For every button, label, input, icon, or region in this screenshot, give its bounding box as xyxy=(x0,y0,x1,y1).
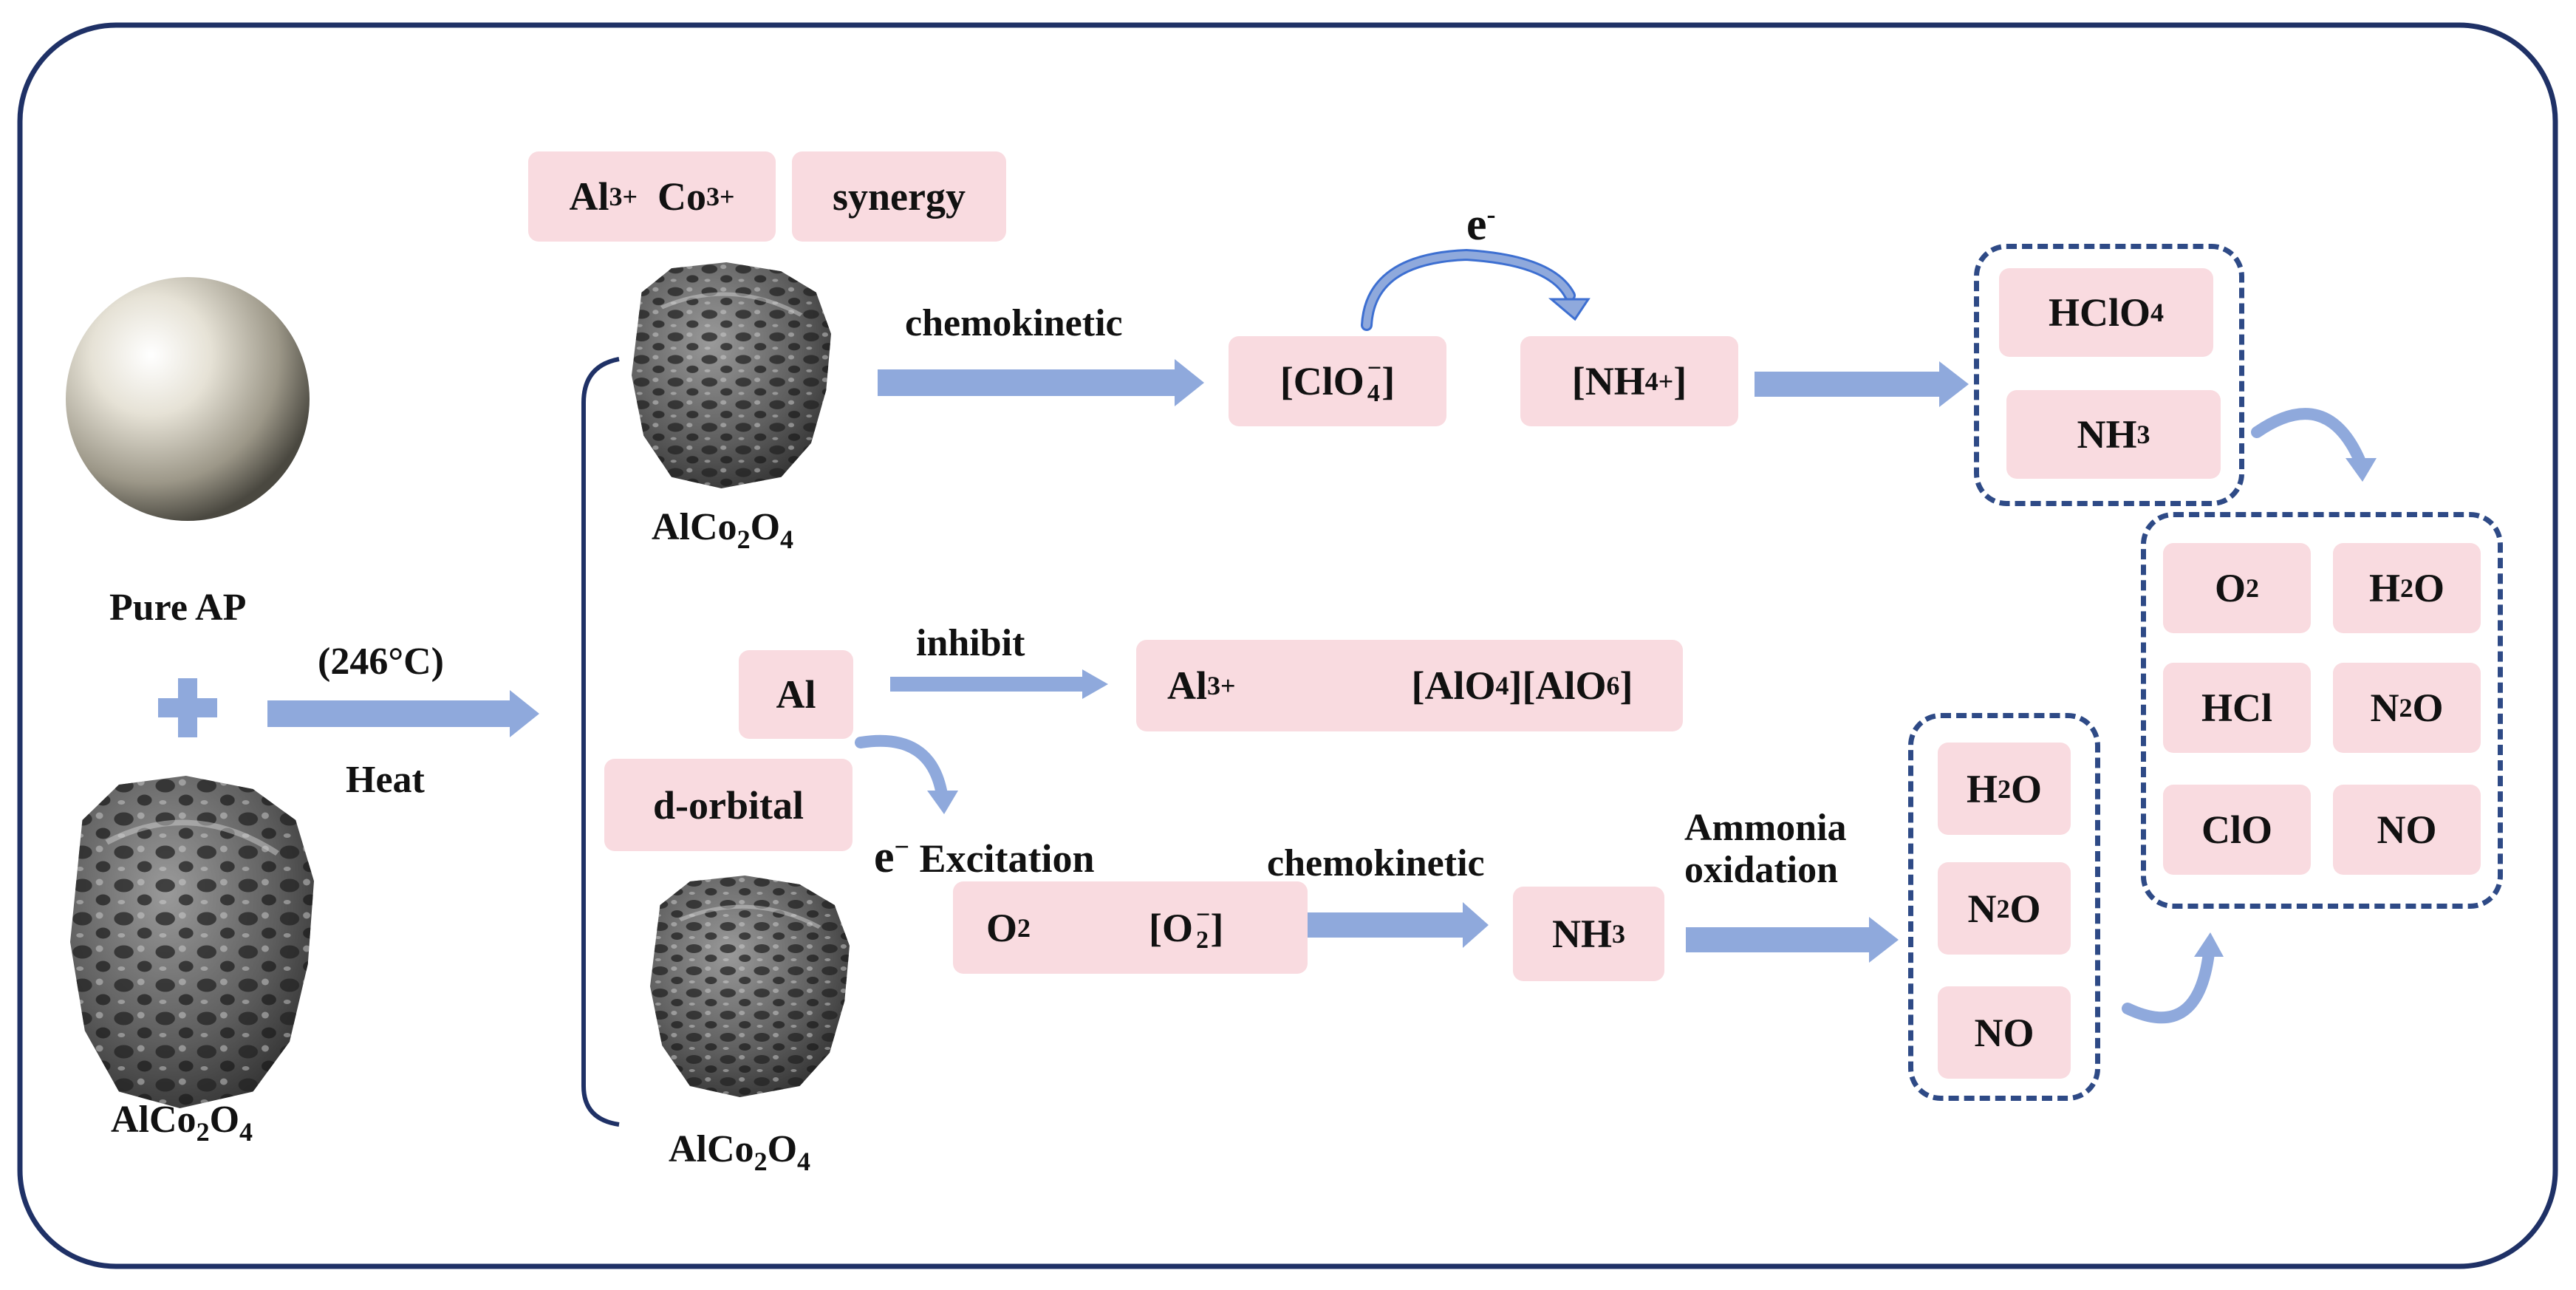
catalyst-label-left: AlCo2O4 xyxy=(111,1099,253,1147)
porous-particle-icon xyxy=(650,876,850,1097)
perchlorate-pill: [ClO−4] xyxy=(1229,336,1446,426)
oxidation-arrow xyxy=(1686,917,1899,963)
product-arrow-top xyxy=(1755,361,1969,407)
catalyst-label-top: AlCo2O4 xyxy=(652,506,794,554)
curved-arrow-icon xyxy=(855,734,948,800)
electron-label: e- xyxy=(1466,199,1496,250)
product-pill: NO xyxy=(1938,986,2071,1079)
chemokinetic-arrow-bottom xyxy=(1296,902,1489,948)
curved-arrow-icon xyxy=(1361,248,1576,331)
chemokinetic-arrow-top xyxy=(878,359,1204,406)
curved-arrow-icon xyxy=(2251,408,2366,468)
curved-arrow-icon xyxy=(2122,947,2215,1024)
final-product-pill: ClO xyxy=(2163,785,2311,875)
heat-label: Heat xyxy=(346,759,425,801)
oxidation-products-box xyxy=(1908,713,2100,1101)
outer-frame xyxy=(17,22,2558,1269)
excitation-label: e− Excitation xyxy=(874,832,1095,882)
chemokinetic-label-bottom: chemokinetic xyxy=(1267,842,1485,884)
branch-bracket xyxy=(581,357,620,1127)
synergy-pill: synergy xyxy=(792,151,1006,242)
d-orbital-pill: d-orbital xyxy=(604,759,853,851)
chemokinetic-label-top: chemokinetic xyxy=(905,302,1123,344)
inhibit-arrow xyxy=(890,669,1108,699)
porous-particle-icon xyxy=(70,776,314,1108)
aluminum-pill: Al xyxy=(739,650,853,739)
heat-arrow xyxy=(267,690,539,737)
ammonia-oxidation-label: Ammonia oxidation xyxy=(1684,807,1847,892)
sphere-icon xyxy=(66,277,310,521)
porous-particle-icon xyxy=(632,262,831,488)
final-product-pill: HCl xyxy=(2163,663,2311,753)
temperature-label: (246°C) xyxy=(318,641,444,683)
catalyst-label-bottom: AlCo2O4 xyxy=(669,1128,811,1176)
final-product-pill: NO xyxy=(2333,785,2481,875)
inhibit-label: inhibit xyxy=(916,622,1025,664)
final-products-box xyxy=(2141,512,2503,909)
pure-ap-label: Pure AP xyxy=(109,587,247,629)
intermediate-products-box xyxy=(1974,244,2244,506)
